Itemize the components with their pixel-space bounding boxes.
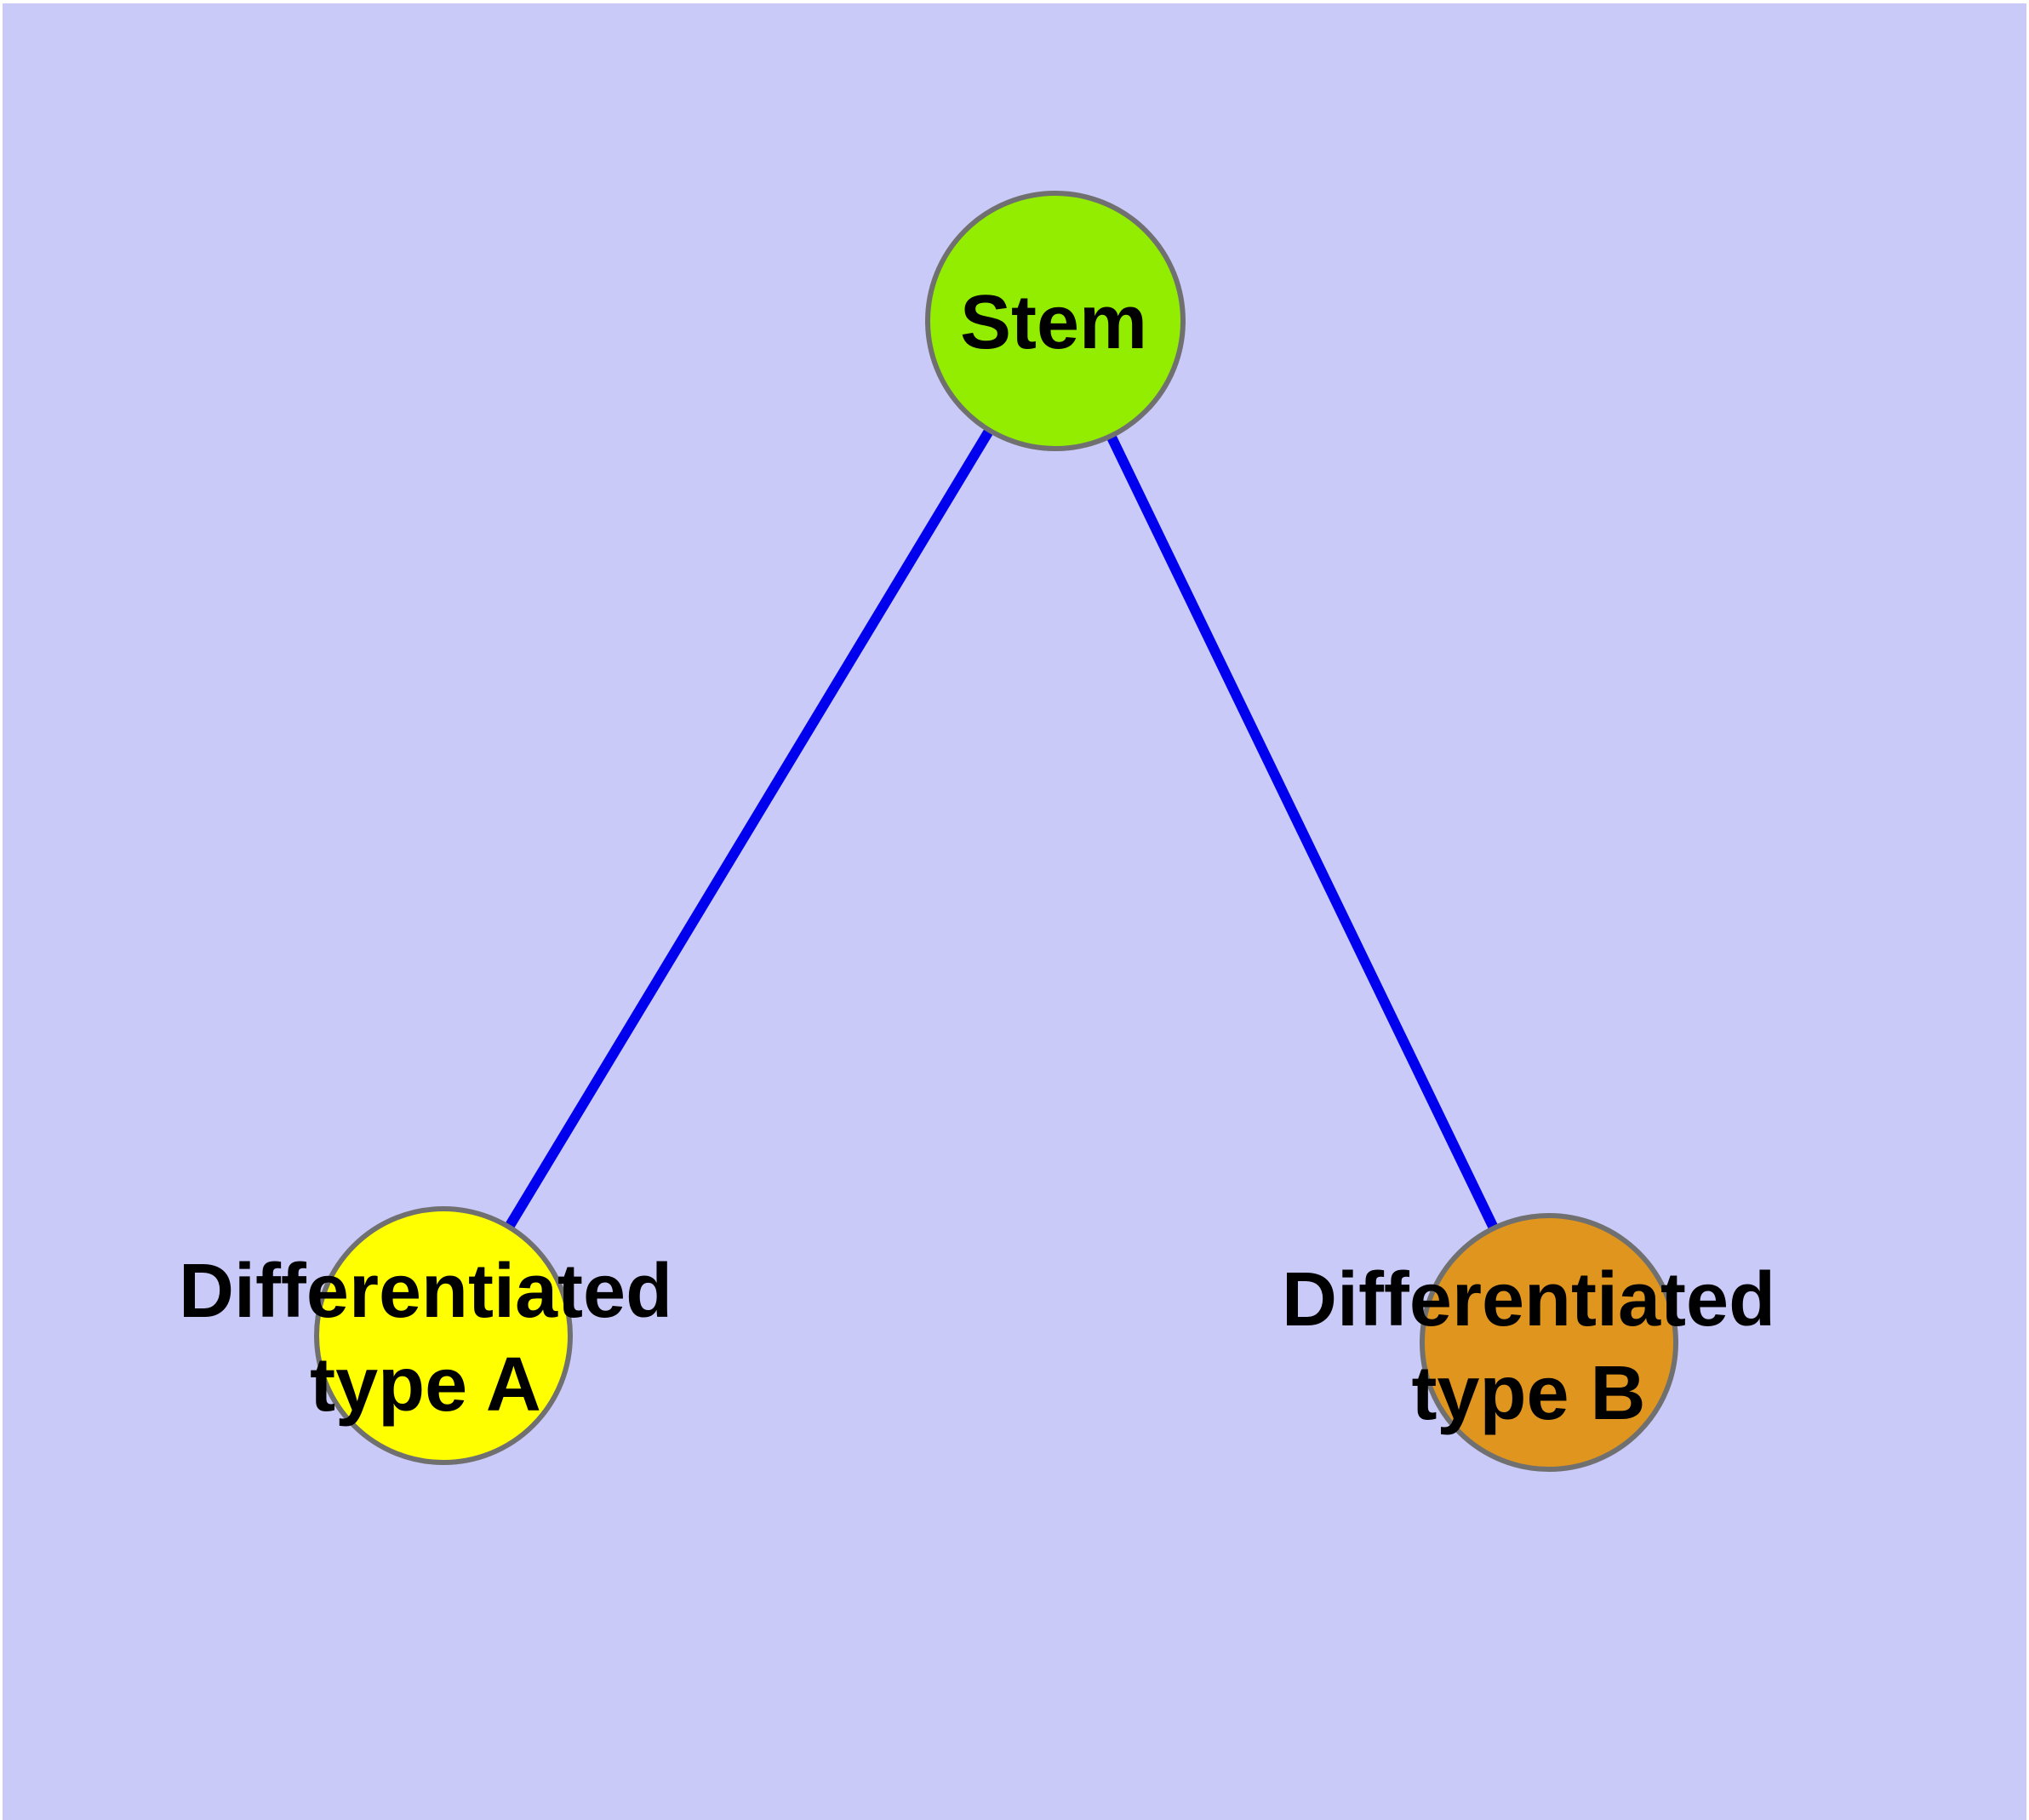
edge-stem-to-type-b[interactable] <box>1050 318 1554 1345</box>
node-stem-label-text: Stem <box>959 280 1148 365</box>
graph-svg <box>3 3 2026 1820</box>
node-a-label-line1: Differentiated <box>178 1249 673 1334</box>
node-differentiated-type-b[interactable] <box>1420 1213 1678 1472</box>
node-b-label-line2: type B <box>1411 1351 1646 1436</box>
edge-stem-to-type-a[interactable] <box>438 318 1060 1339</box>
node-differentiated-type-b-label: Differentiated type B <box>1282 1253 1775 1440</box>
node-differentiated-type-a-label: Differentiated type A <box>179 1245 672 1432</box>
node-differentiated-type-a[interactable] <box>314 1206 573 1465</box>
node-stem-label: Stem <box>960 276 1147 369</box>
node-a-label-line2: type A <box>310 1342 541 1428</box>
graph-canvas: Stem Differentiated type A Differentiate… <box>3 3 2026 1820</box>
node-stem[interactable] <box>925 191 1186 451</box>
node-b-label-line1: Differentiated <box>1281 1257 1776 1342</box>
